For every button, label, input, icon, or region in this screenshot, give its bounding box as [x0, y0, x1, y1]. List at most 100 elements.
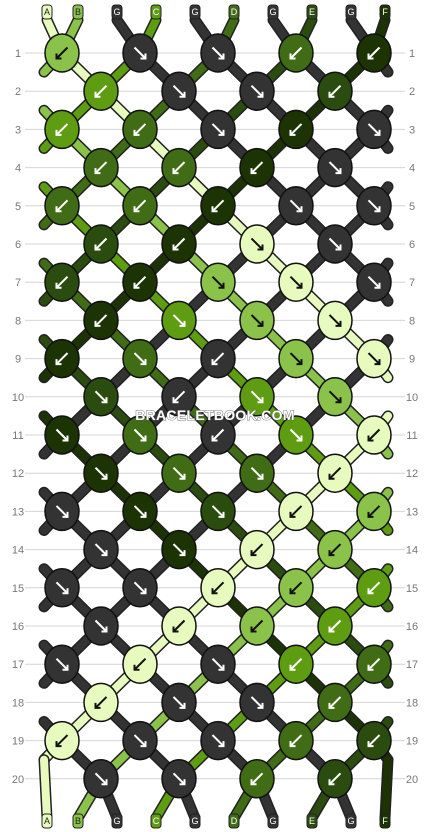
row-number: 17: [12, 659, 24, 671]
knot: [122, 568, 158, 608]
row-number: 10: [12, 392, 24, 404]
arrow-down-right-icon: [250, 466, 264, 480]
knot: [44, 644, 80, 684]
knot: [317, 147, 353, 188]
string-label: G: [189, 813, 201, 829]
arrow-down-left-icon: [211, 199, 225, 213]
arrow-down-left-icon: [94, 161, 108, 175]
svg-text:G: G: [269, 816, 276, 826]
knot: [239, 147, 275, 188]
knot: [239, 300, 275, 341]
watermark: BRACELETBOOK.COM: [135, 407, 295, 423]
knot: [44, 186, 80, 226]
knot: [161, 71, 197, 111]
arrow-down-left-icon: [172, 237, 186, 251]
svg-text:G: G: [191, 7, 198, 17]
arrow-down-left-icon: [133, 275, 147, 289]
arrow-down-left-icon: [289, 581, 303, 595]
knot: [83, 529, 119, 570]
knot: [239, 606, 275, 646]
svg-text:G: G: [347, 7, 354, 17]
knot: [356, 33, 392, 73]
arrow-down-left-icon: [328, 84, 342, 98]
knot: [356, 568, 392, 608]
knot: [44, 415, 80, 455]
arrow-down-left-icon: [133, 657, 147, 671]
arrow-down-left-icon: [211, 428, 225, 442]
row-number: 19: [406, 736, 418, 748]
arrow-down-right-icon: [55, 505, 69, 518]
knot: [239, 71, 275, 111]
knot: [239, 224, 275, 264]
row-number: 2: [409, 86, 415, 98]
arrow-down-left-icon: [250, 161, 264, 175]
arrow-down-right-icon: [133, 46, 147, 60]
arrow-down-right-icon: [211, 505, 225, 518]
arrow-down-left-icon: [367, 657, 381, 671]
knot: [122, 491, 158, 532]
row-number: 8: [15, 315, 21, 327]
knot: [83, 71, 119, 111]
arrow-down-right-icon: [94, 390, 108, 404]
string-label: G: [111, 4, 123, 20]
knot: [122, 186, 158, 226]
row-number: 19: [12, 736, 24, 748]
arrow-down-right-icon: [328, 161, 342, 175]
knot: [356, 186, 392, 226]
arrow-down-right-icon: [367, 352, 381, 366]
knot: [200, 644, 236, 684]
arrow-down-left-icon: [367, 505, 381, 518]
knot: [122, 644, 158, 684]
knot: [356, 720, 392, 761]
knot: [161, 377, 197, 417]
arrow-down-left-icon: [55, 275, 69, 289]
string-label: G: [267, 813, 279, 829]
knot: [239, 682, 275, 723]
string-label: G: [345, 4, 357, 20]
arrow-down-right-icon: [367, 199, 381, 213]
knot: [278, 415, 314, 455]
arrow-down-left-icon: [328, 772, 342, 786]
arrow-down-right-icon: [289, 352, 303, 366]
arrow-down-right-icon: [172, 772, 186, 786]
knot: [200, 186, 236, 226]
arrow-down-right-icon: [211, 734, 225, 748]
knot: [44, 720, 80, 761]
arrow-down-right-icon: [94, 466, 108, 480]
knot: [161, 224, 197, 264]
row-number: 15: [12, 583, 24, 595]
arrow-down-left-icon: [250, 772, 264, 786]
arrow-down-left-icon: [94, 314, 108, 327]
svg-text:C: C: [153, 7, 160, 17]
arrow-down-left-icon: [94, 237, 108, 251]
knot: [317, 377, 353, 417]
string-label: G: [111, 813, 123, 829]
knot: [317, 759, 353, 799]
string-label: F: [379, 4, 391, 20]
svg-text:D: D: [231, 7, 238, 17]
knot: [200, 262, 236, 302]
arrow-down-right-icon: [55, 581, 69, 595]
arrow-down-left-icon: [172, 619, 186, 633]
arrow-down-left-icon: [289, 46, 303, 60]
string-label: B: [72, 4, 84, 20]
string-label: C: [150, 813, 162, 829]
row-number: 9: [15, 354, 21, 366]
knot: [161, 606, 197, 646]
knot: [44, 338, 80, 379]
row-number: 10: [406, 392, 418, 404]
knot: [200, 415, 236, 455]
row-number: 20: [406, 774, 418, 786]
knot: [317, 224, 353, 264]
knot: [278, 644, 314, 684]
arrow-down-right-icon: [172, 696, 186, 709]
svg-text:F: F: [382, 7, 388, 17]
knot: [278, 338, 314, 379]
arrow-down-left-icon: [367, 734, 381, 748]
knot: [161, 300, 197, 341]
knot: [83, 300, 119, 341]
svg-text:E: E: [309, 816, 315, 826]
row-number: 12: [406, 468, 418, 480]
row-number: 14: [12, 545, 24, 557]
